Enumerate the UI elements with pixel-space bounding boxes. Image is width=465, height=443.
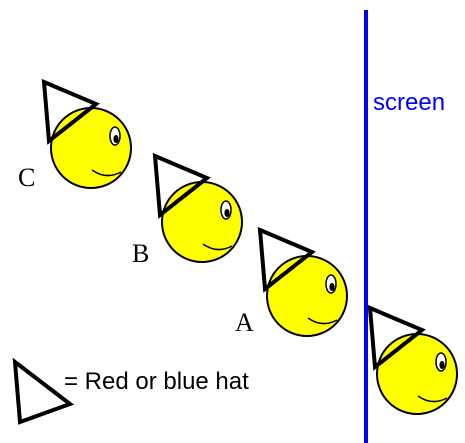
person-label-c: C bbox=[18, 163, 35, 192]
person-c: C bbox=[18, 78, 132, 192]
hat-triangle-icon bbox=[12, 357, 75, 425]
person-behind-screen bbox=[367, 304, 458, 415]
face-with-hat-icon bbox=[367, 304, 458, 415]
screen-label: screen bbox=[373, 89, 445, 116]
face-with-hat-icon bbox=[41, 78, 132, 189]
legend-label: = Red or blue hat bbox=[64, 368, 249, 395]
person-label-b: B bbox=[132, 239, 149, 268]
face-with-hat-icon bbox=[152, 152, 243, 263]
person-b: B bbox=[132, 152, 243, 268]
legend: = Red or blue hat bbox=[12, 357, 249, 425]
face-with-hat-icon bbox=[257, 226, 348, 337]
person-a: A bbox=[235, 226, 348, 337]
person-label-a: A bbox=[235, 308, 254, 337]
